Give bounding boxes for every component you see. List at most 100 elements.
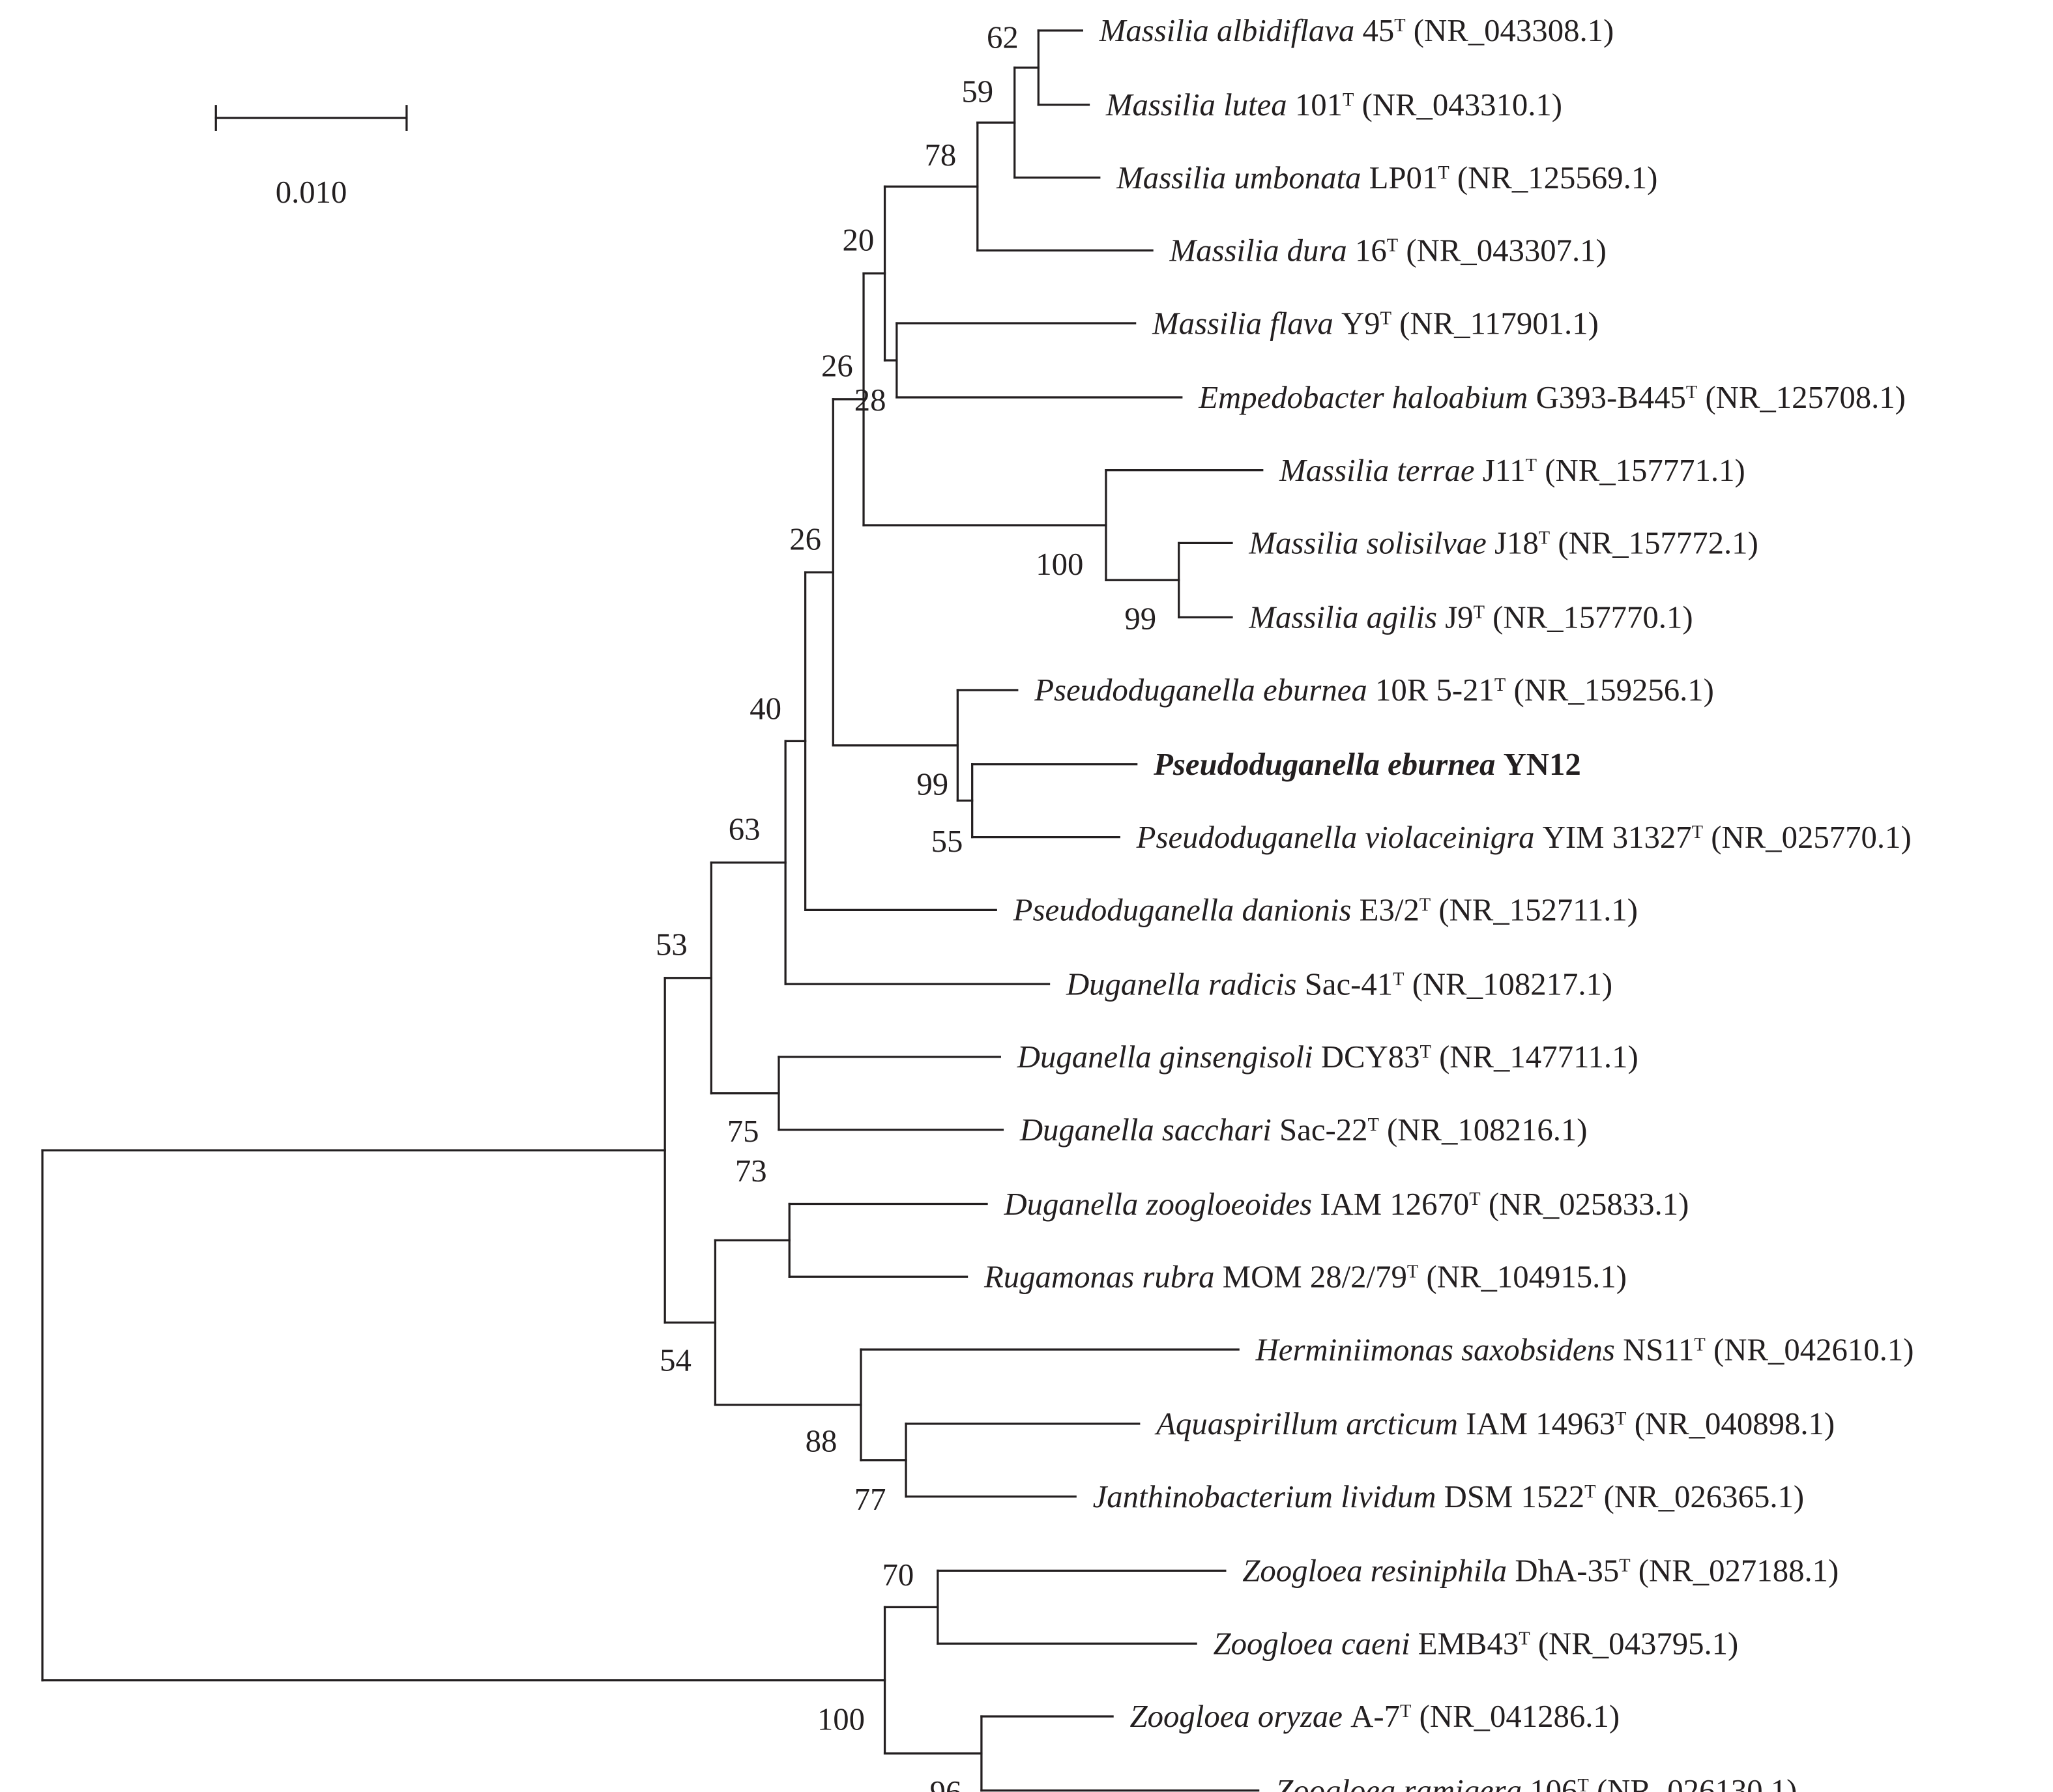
type-strain-mark: T	[1539, 528, 1550, 548]
leaf-label: Zoogloea oryzae A-7T (NR_041286.1)	[1130, 1699, 1620, 1734]
branches	[41, 29, 1264, 1792]
species-name: Massilia agilis	[1248, 600, 1437, 635]
species-name: Empedobacter haloabium	[1198, 380, 1528, 415]
leaf-label: Zoogloea ramigera 106T (NR_026130.1)	[1275, 1773, 1797, 1792]
type-strain-mark: T	[1343, 89, 1354, 109]
leaf-label: Aquaspirillum arcticum IAM 14963T (NR_04…	[1154, 1406, 1835, 1441]
leaf-label: Massilia terrae J11T (NR_157771.1)	[1279, 453, 1745, 488]
strain-id: DhA-35	[1515, 1554, 1619, 1589]
species-name: Duganella ginsengisoli	[1017, 1039, 1313, 1075]
bootstrap-value: 62	[987, 20, 1019, 55]
scale-bar-label: 0.010	[276, 175, 347, 210]
accession-number: (NR_043307.1)	[1406, 233, 1606, 268]
species-name: Aquaspirillum arcticum	[1154, 1406, 1458, 1441]
bootstrap-value: 53	[656, 927, 688, 962]
accession-number: (NR_157772.1)	[1558, 526, 1758, 561]
accession-number: (NR_043795.1)	[1538, 1626, 1738, 1661]
bootstrap-value: 77	[854, 1482, 886, 1517]
bootstrap-value: 88	[806, 1424, 837, 1459]
leaf-labels: Massilia albidiflava 45T (NR_043308.1) Ma…	[983, 13, 1914, 1792]
type-strain-mark: T	[1407, 1262, 1418, 1282]
species-name: Massilia lutea	[1105, 87, 1287, 123]
bootstrap-value: 26	[821, 348, 853, 383]
bootstrap-value: 40	[750, 691, 781, 727]
type-strain-mark: T	[1469, 1189, 1480, 1209]
strain-id: A-7	[1350, 1699, 1400, 1734]
type-strain-mark: T	[1394, 16, 1405, 36]
type-strain-mark: T	[1400, 1701, 1411, 1722]
leaf-label: Herminiimonas saxobsidens NS11T (NR_0426…	[1255, 1332, 1914, 1367]
species-name: Massilia flava	[1152, 306, 1333, 341]
accession-number: (NR_042610.1)	[1713, 1332, 1914, 1367]
bootstrap-value: 100	[817, 1701, 865, 1737]
leaf-label: Massilia flava Y9T (NR_117901.1)	[1152, 306, 1599, 341]
accession-number: (NR_125569.1)	[1457, 160, 1657, 195]
accession-number: (NR_152711.1)	[1438, 893, 1638, 928]
bootstrap-value: 75	[727, 1114, 759, 1149]
species-name: Zoogloea oryzae	[1130, 1699, 1343, 1734]
bootstrap-value: 99	[916, 767, 948, 802]
strain-id: 16	[1355, 233, 1387, 268]
leaf-label: Duganella zoogloeoides IAM 12670T (NR_02…	[1003, 1187, 1689, 1222]
type-strain-mark: T	[1619, 1555, 1630, 1576]
bootstrap-value: 55	[931, 824, 963, 859]
species-name: Pseudoduganella eburnea	[1153, 747, 1495, 782]
bootstrap-value: 63	[729, 812, 761, 847]
species-name: Janthinobacterium lividum	[1093, 1479, 1436, 1514]
leaf-label: Duganella sacchari Sac-22T (NR_108216.1)	[1019, 1112, 1588, 1148]
bootstrap-value: 28	[854, 383, 886, 418]
leaf-label: Pseudoduganella eburnea 10R 5-21T (NR_15…	[1034, 672, 1714, 708]
species-name: Massilia umbonata	[1116, 160, 1361, 195]
strain-id: 10R 5-21	[1375, 672, 1494, 708]
strain-id: Y9	[1341, 306, 1380, 341]
species-name: Herminiimonas saxobsidens	[1255, 1332, 1615, 1367]
type-strain-mark: T	[1494, 675, 1506, 695]
type-strain-mark: T	[1438, 162, 1449, 182]
leaf-label: Zoogloea resiniphila DhA-35T (NR_027188.…	[1242, 1554, 1839, 1589]
accession-number: (NR_108217.1)	[1412, 966, 1612, 1002]
type-strain-mark: T	[1584, 1481, 1595, 1501]
type-strain-mark: T	[1686, 383, 1697, 403]
strain-id: IAM 12670	[1320, 1187, 1469, 1222]
strain-id: NS11	[1623, 1332, 1694, 1367]
leaf-label: Pseudoduganella violaceinigra YIM 31327T…	[1136, 820, 1912, 855]
strain-id: J9	[1445, 600, 1473, 635]
type-strain-mark: T	[1420, 1042, 1431, 1062]
accession-number: (NR_147711.1)	[1439, 1039, 1638, 1075]
type-strain-mark: T	[1474, 602, 1485, 622]
type-strain-mark: T	[1387, 235, 1398, 255]
strain-id: LP01	[1369, 160, 1438, 195]
species-name: Zoogloea caeni	[1214, 1626, 1410, 1661]
accession-number: (NR_025833.1)	[1489, 1187, 1689, 1222]
strain-id: Sac-41	[1305, 966, 1393, 1002]
species-name: Massilia dura	[1169, 233, 1347, 268]
bootstrap-value: 59	[961, 74, 993, 109]
type-strain-mark: T	[1577, 1776, 1588, 1792]
species-name: Massilia solisilvae	[1248, 526, 1486, 561]
bootstrap-values: 6259782026281009926995540635375735488777…	[656, 20, 1156, 1792]
type-strain-mark: T	[1420, 895, 1431, 915]
strain-id: J11	[1483, 453, 1526, 488]
species-name: Zoogloea ramigera	[1275, 1773, 1522, 1792]
species-name: Duganella sacchari	[1019, 1112, 1272, 1148]
type-strain-mark: T	[1615, 1409, 1626, 1429]
bootstrap-value: 96	[930, 1774, 962, 1792]
accession-number: (NR_104915.1)	[1426, 1260, 1626, 1295]
leaf-label: Massilia dura 16T (NR_043307.1)	[1169, 233, 1606, 268]
leaf-label: Massilia albidiflava 45T (NR_043308.1)	[1099, 13, 1614, 48]
type-strain-mark: T	[1380, 308, 1391, 328]
strain-id: G393-B445	[1536, 380, 1686, 415]
strain-id: MOM 28/2/79	[1223, 1260, 1407, 1295]
strain-id: IAM 14963	[1466, 1406, 1615, 1441]
leaf-label: Pseudoduganella danionis E3/2T (NR_15271…	[1013, 893, 1638, 928]
species-name: Duganella zoogloeoides	[1003, 1187, 1312, 1222]
leaf-label: Duganella ginsengisoli DCY83T (NR_147711…	[1017, 1039, 1638, 1075]
accession-number: (NR_025770.1)	[1711, 820, 1911, 855]
type-strain-mark: T	[1694, 1335, 1705, 1355]
bootstrap-value: 99	[1124, 601, 1156, 637]
leaf-label: Rugamonas rubra MOM 28/2/79T (NR_104915.…	[983, 1260, 1627, 1295]
bootstrap-value: 78	[925, 137, 957, 173]
leaf-label: Massilia lutea 101T (NR_043310.1)	[1105, 87, 1562, 123]
leaf-label: Zoogloea caeni EMB43T (NR_043795.1)	[1214, 1626, 1739, 1661]
leaf-label: Empedobacter haloabium G393-B445T (NR_12…	[1198, 380, 1906, 415]
